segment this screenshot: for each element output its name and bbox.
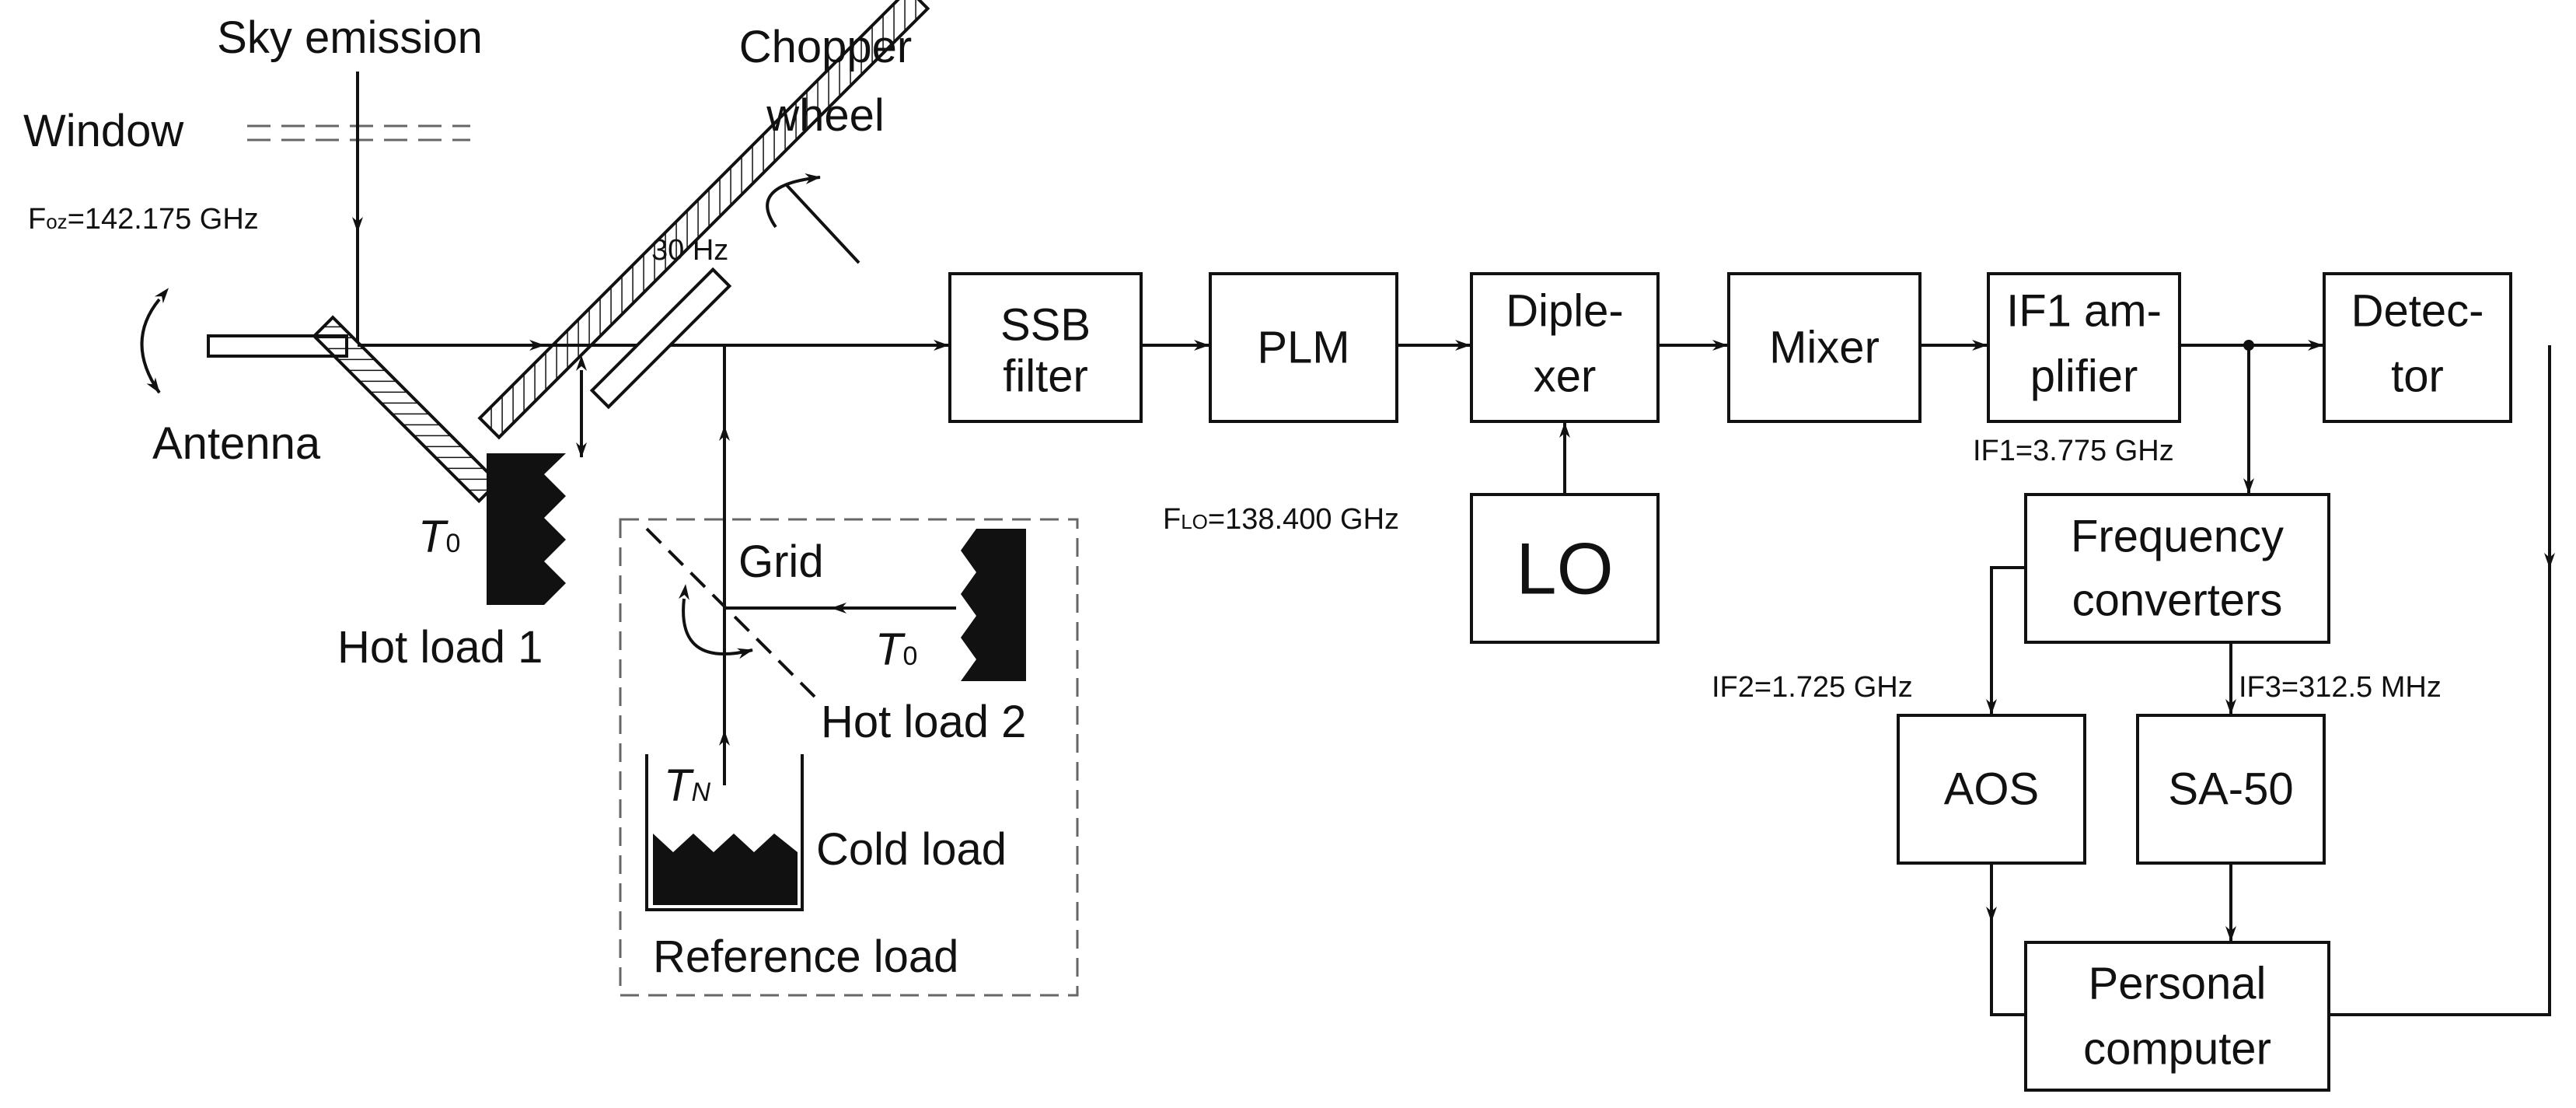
sa50-block: SA-50 — [2136, 714, 2326, 865]
frequency-converters-block: Frequency converters — [2024, 493, 2330, 644]
chopper-label-line2: wheel — [766, 90, 885, 141]
window-label: Window — [23, 106, 184, 156]
svg-text:Detec-: Detec- — [2351, 286, 2484, 337]
svg-text:IF1 am-: IF1 am- — [2006, 286, 2162, 337]
chopper-wheel — [477, 0, 930, 440]
if2-frequency-label: IF2=1.725 GHz — [1712, 671, 1913, 704]
reference-load-frame — [619, 518, 1079, 997]
grid-rotation-arrow — [678, 584, 753, 659]
detector-block: Detec- tor — [2323, 272, 2512, 423]
flo-label: FLO=138.400 GHz — [1163, 503, 1399, 536]
svg-text:Frequency: Frequency — [2071, 512, 2284, 562]
hot-load-2-t0: T0 — [875, 624, 917, 675]
ssb-filter-block: SSB filter — [948, 272, 1143, 423]
grid-wire — [645, 527, 816, 698]
svg-text:LO: LO — [1516, 528, 1613, 610]
svg-text:filter: filter — [1003, 351, 1088, 402]
svg-text:SA-50: SA-50 — [2168, 764, 2293, 815]
svg-text:computer: computer — [2083, 1024, 2271, 1075]
cold-load-tn: TN — [664, 760, 710, 811]
antenna-rotation-arrow — [140, 288, 169, 394]
cold-load-label: Cold load — [816, 824, 1007, 875]
svg-text:tor: tor — [2391, 351, 2444, 402]
svg-text:Mixer: Mixer — [1769, 323, 1880, 373]
hot-load-1-t0: T0 — [418, 512, 460, 562]
hot-load-2-absorber — [961, 529, 1026, 681]
svg-text:plifier: plifier — [2030, 351, 2138, 402]
mixer-block: Mixer — [1727, 272, 1922, 423]
cold-load-container — [645, 754, 804, 911]
hot-load-2-label: Hot load 2 — [821, 697, 1026, 747]
if1-frequency-label: IF1=3.775 GHz — [1973, 435, 2174, 467]
grid-label: Grid — [738, 537, 824, 587]
if1-amplifier-block: IF1 am- plifier — [1987, 272, 2181, 423]
antenna-label: Antenna — [152, 418, 321, 469]
cold-load-absorber — [653, 834, 798, 905]
svg-text:PLM: PLM — [1257, 323, 1349, 373]
chopper-rotation-arrow — [766, 173, 821, 229]
svg-text:converters: converters — [2072, 575, 2283, 626]
chopper-frequency-label: 30 Hz — [651, 234, 728, 267]
chopper-label-line1: Chopper — [739, 22, 912, 72]
lo-block: LO — [1470, 493, 1660, 644]
svg-text:AOS: AOS — [1944, 764, 2040, 815]
diplexer-block: Diple- xer — [1470, 272, 1660, 423]
plm-block: PLM — [1209, 272, 1398, 423]
if3-frequency-label: IF3=312.5 MHz — [2239, 671, 2442, 704]
chopper-mirror-clear — [589, 267, 732, 410]
svg-text:Personal: Personal — [2089, 959, 2267, 1009]
svg-text:xer: xer — [1534, 351, 1597, 402]
sky-emission-label: Sky emission — [217, 12, 483, 63]
aos-block: AOS — [1897, 714, 2086, 865]
svg-text:SSB: SSB — [1000, 300, 1091, 351]
svg-text:Diple-: Diple- — [1506, 286, 1624, 337]
link-aos-computer — [1990, 918, 2026, 1016]
reference-load-label: Reference load — [653, 931, 958, 982]
link-converters-aos — [1986, 566, 2026, 715]
personal-computer-block: Personal computer — [2024, 941, 2330, 1092]
link-detector-computer — [2329, 345, 2551, 1016]
hot-load-1-absorber — [487, 453, 566, 605]
hot-load-1-label: Hot load 1 — [337, 622, 543, 673]
foz-label: Foz=142.175 GHz — [28, 203, 259, 236]
